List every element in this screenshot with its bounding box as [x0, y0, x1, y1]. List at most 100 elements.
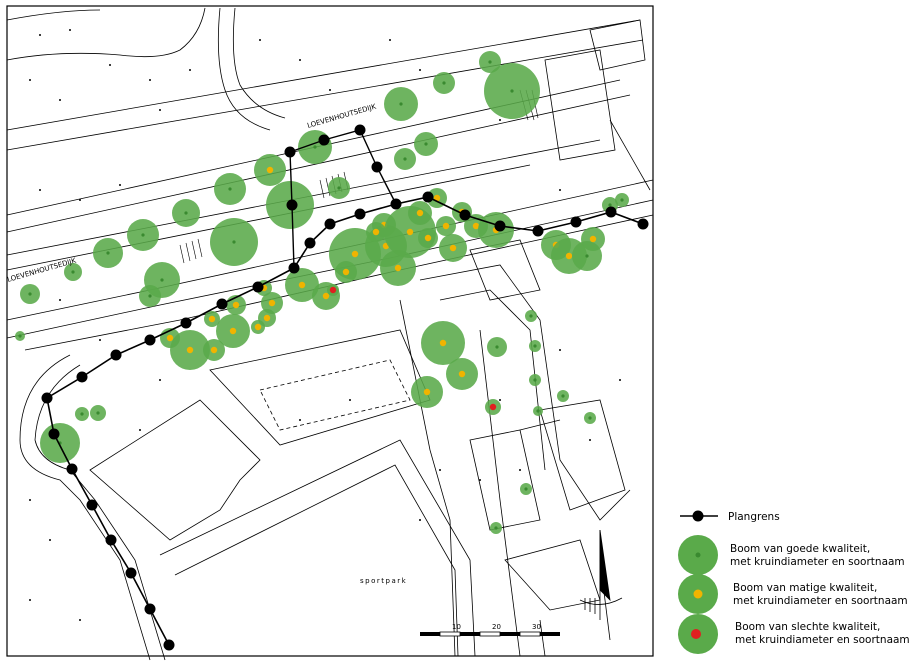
legend-moderate-line2: met kruindiameter en soortnaam [733, 595, 908, 607]
boundary-point [86, 499, 98, 511]
tree-moderate [436, 216, 456, 236]
boundary-point [459, 209, 471, 221]
tree-moderate [261, 292, 283, 314]
tree-moderate [411, 376, 443, 408]
tree-good [127, 219, 159, 251]
boundary-point-icon [692, 510, 704, 522]
legend-good-line2: met kruindiameter en soortnaam [730, 556, 905, 568]
tree-moderate [170, 330, 210, 370]
tree-moderate [421, 321, 465, 365]
tree-moderate [251, 320, 265, 334]
boundary-point [105, 534, 117, 546]
area-label-sportpark: sportpark [360, 577, 407, 585]
scale-bar: 10 20 30 [420, 623, 560, 637]
tree-good [90, 405, 106, 421]
boundary-point [304, 237, 316, 249]
tree-moderate [335, 261, 357, 283]
tree-good [615, 193, 629, 207]
tree-good [479, 51, 501, 73]
boundary-point [180, 317, 192, 329]
boundary-point [354, 124, 366, 136]
legend-poor-line1: Boom van slechte kwaliteit, [735, 621, 880, 633]
boundary-point [494, 220, 506, 232]
legend-moderate-line1: Boom van matige kwaliteit, [733, 582, 877, 594]
boundary-point [284, 146, 296, 158]
tree-poor [485, 399, 501, 415]
tree-moderate [366, 222, 386, 242]
boundary-point [637, 218, 649, 230]
tree-moderate [418, 228, 438, 248]
tree-good [484, 63, 540, 119]
boundary-point [288, 262, 300, 274]
boundary-point [216, 298, 228, 310]
boundary-point [422, 191, 434, 203]
tree-good [328, 177, 350, 199]
map-border [6, 5, 654, 657]
tree-good [414, 132, 438, 156]
tree-moderate [204, 311, 220, 327]
boundary-point [66, 463, 78, 475]
boundary-point [41, 392, 53, 404]
boundary-point [354, 208, 366, 220]
tree-good [15, 331, 25, 341]
tree-good [533, 406, 543, 416]
scale-tick-30: 30 [532, 623, 541, 631]
legend: Plangrens Boom van goede kwaliteit, met … [678, 510, 910, 654]
tree-good [487, 337, 507, 357]
tree-good [433, 72, 455, 94]
tree-good [557, 390, 569, 402]
tree-good [525, 310, 537, 322]
boundary-point [110, 349, 122, 361]
tree-moderate [216, 314, 250, 348]
boundary-point [76, 371, 88, 383]
legend-boundary-label: Plangrens [728, 511, 780, 523]
tree-good [139, 285, 161, 307]
tree-good [172, 199, 200, 227]
tree-good [520, 483, 532, 495]
tree-moderate [439, 234, 467, 262]
tree-moderate [380, 250, 416, 286]
tree-good [529, 340, 541, 352]
scale-tick-20: 20 [492, 623, 501, 631]
tree-moderate [285, 268, 319, 302]
boundary-point [144, 334, 156, 346]
tree-good [490, 522, 502, 534]
tree-moderate [203, 339, 225, 361]
boundary-point [371, 161, 383, 173]
boundary-point [570, 216, 582, 228]
boundary-point [48, 428, 60, 440]
boundary-point [286, 199, 298, 211]
legend-moderate-tree-item: Boom van matige kwaliteit, met kruindiam… [678, 574, 908, 614]
boundary-point [163, 639, 175, 651]
plan-boundary [41, 124, 649, 651]
tree-good [214, 173, 246, 205]
tree-good [64, 263, 82, 281]
legend-poor-tree-item: Boom van slechte kwaliteit, met kruindia… [678, 614, 910, 654]
scale-tick-10: 10 [452, 623, 461, 631]
tree-good [384, 87, 418, 121]
survey-dots [29, 29, 621, 621]
legend-boundary-item: Plangrens [680, 510, 780, 523]
tree-good [584, 412, 596, 424]
tree-good [529, 374, 541, 386]
boundary-point [532, 225, 544, 237]
boundary-point [605, 206, 617, 218]
tree-good [20, 284, 40, 304]
tree-good [75, 407, 89, 421]
boundary-point [324, 218, 336, 230]
legend-good-tree-item: Boom van goede kwaliteit, met kruindiame… [678, 535, 905, 575]
tree-moderate [478, 212, 514, 248]
tree-moderate [408, 201, 432, 225]
boundary-line [46, 196, 644, 646]
tree-moderate [254, 154, 286, 186]
boundary-point [252, 281, 264, 293]
boundary-point [318, 134, 330, 146]
tree-moderate [446, 358, 478, 390]
tree-moderate [581, 227, 605, 251]
tree-good [40, 423, 80, 463]
boundary-point [390, 198, 402, 210]
tree-good [93, 238, 123, 268]
legend-poor-line2: met kruindiameter en soortnaam [735, 634, 910, 646]
boundary-point [125, 567, 137, 579]
